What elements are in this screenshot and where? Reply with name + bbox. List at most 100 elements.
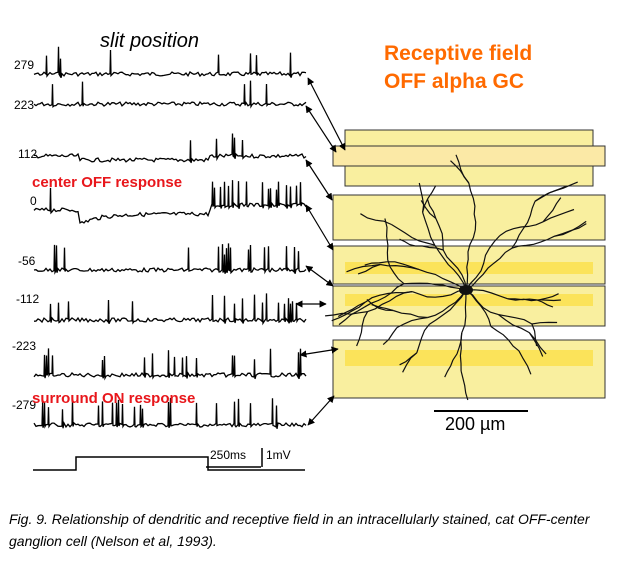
dendrite-branch [539, 293, 559, 301]
trace-line [34, 133, 307, 164]
rf-title-line-2: OFF alpha GC [384, 70, 525, 93]
trace-line [33, 348, 307, 381]
dendrite-branch [435, 218, 444, 251]
dendrite-branch [542, 197, 562, 223]
surround-response-label: surround ON response [32, 390, 196, 407]
dendrite-branch [539, 299, 561, 302]
dendrite-branch [382, 327, 398, 346]
dendrite-branch [364, 261, 387, 266]
dendrite-branch [511, 235, 555, 249]
trace-line [33, 180, 307, 224]
dendrite-branch [356, 311, 369, 347]
position-label: 279 [14, 58, 35, 72]
time-scale-label: 250ms [210, 448, 247, 462]
voltage-traces [33, 46, 307, 430]
dendrite-branch [420, 200, 437, 219]
dendrite-branch [380, 263, 419, 270]
dendrite-branch [416, 323, 430, 353]
position-label: -223 [12, 339, 37, 353]
dendrite-branch [460, 370, 469, 401]
arrow-223 [305, 105, 337, 153]
dendrite-branch [434, 244, 467, 291]
dendrite-branch [534, 185, 568, 202]
dendrite-branch [511, 201, 536, 249]
position-label: 0 [30, 194, 37, 208]
dendrite-branch [367, 291, 413, 313]
dendrite-branch [498, 314, 533, 325]
dendrite-branch [499, 221, 544, 237]
dendrite-scale-label: 200 µm [445, 414, 506, 434]
trace-line [33, 397, 307, 430]
dendrite-branch [386, 261, 419, 270]
trace-line [33, 243, 307, 275]
dendrite-branch [363, 283, 405, 308]
arrow-0 [305, 204, 334, 251]
dendrite-branch [528, 332, 544, 357]
figure-caption: Fig. 9. Relationship of dendritic and re… [9, 511, 590, 549]
dendrite-branch [507, 298, 537, 301]
dendrite-branch [325, 311, 368, 317]
dendrite-branch [536, 299, 554, 308]
center-response-label: center OFF response [32, 174, 183, 191]
rf-title-line-1: Receptive field [384, 42, 533, 65]
dendrite-branch [331, 301, 366, 322]
arrow-279 [307, 77, 346, 151]
dendrite-branch [396, 316, 428, 329]
dendrite-branch [465, 289, 509, 300]
trace-line [33, 46, 307, 79]
dendrite-branch [415, 245, 444, 251]
dendrite-branch [384, 218, 389, 246]
arrow-56 [305, 265, 334, 287]
dendrite-branch [465, 235, 501, 291]
arrow-223-neg [299, 346, 339, 358]
receptive-field-slits [332, 129, 606, 399]
slit-5-band [345, 350, 593, 366]
dendrite-branch [346, 263, 381, 273]
figure: slit position Receptive field OFF alpha … [12, 30, 606, 471]
dendrite-branch [366, 298, 394, 312]
slit-1-notch [332, 145, 606, 167]
dendrite-branch [399, 238, 416, 247]
dendrite-branch [452, 332, 463, 361]
dendrite-branch [442, 249, 467, 291]
dendrite-branch [357, 263, 381, 275]
dendrite-branch [468, 182, 477, 231]
volt-scale-label: 1mV [266, 448, 291, 462]
dendrite-branch [465, 247, 513, 291]
dendrite-branch [418, 182, 425, 213]
dendrite-branch [403, 282, 467, 291]
trace-line [33, 293, 307, 326]
dendrite-branch [461, 289, 467, 334]
arrow-279-neg [307, 395, 335, 426]
dendrite-branch [444, 359, 454, 378]
dendrite-branch [386, 245, 405, 285]
dendrite-branch [542, 208, 575, 223]
dendrite-branch [554, 220, 587, 237]
dendrite-branch [411, 289, 467, 298]
dendrite-branch [360, 213, 392, 226]
slit-2 [332, 194, 606, 241]
position-label: -279 [12, 398, 37, 412]
dendrite-branch [399, 352, 418, 366]
trace-line [33, 80, 307, 109]
dendrite-branch [393, 309, 428, 319]
dendrite-branch [391, 223, 435, 246]
dendrite-branch [528, 332, 547, 355]
dendrite-branch [518, 350, 532, 375]
slit-5 [332, 339, 606, 399]
dendrite-branch [531, 321, 558, 325]
figure-artwork [33, 46, 606, 471]
position-label: -112 [16, 292, 40, 306]
dendrite-branch [490, 325, 520, 352]
stimulus-trace [33, 456, 305, 471]
dendrite-branch [427, 289, 467, 319]
dendrite-branch [422, 185, 437, 213]
dendrite-branch [338, 306, 365, 326]
slit-arrows [295, 77, 346, 426]
dendrite-branch [418, 268, 467, 291]
dendrite-branch [429, 289, 467, 325]
slit-position-title: slit position [100, 30, 199, 52]
dendrite-branch [450, 160, 470, 184]
cell-soma [459, 285, 473, 295]
dendrite-branch [426, 198, 437, 219]
